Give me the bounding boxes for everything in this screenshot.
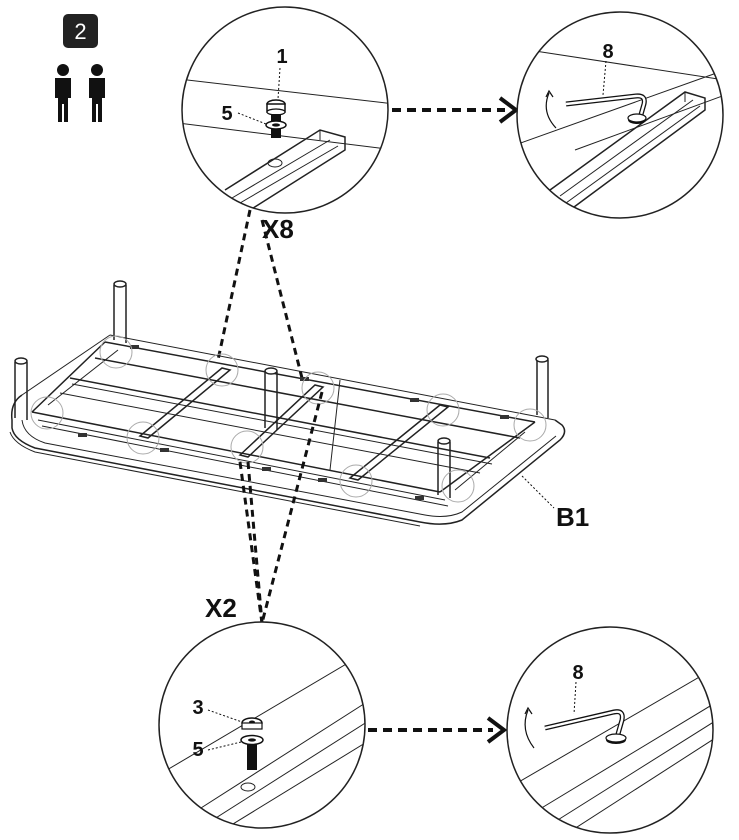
washer-icon [265, 120, 287, 130]
quantity-label-top: X8 [262, 214, 294, 244]
part-label-washer-5: 5 [221, 103, 232, 125]
part-label-bolt-1: 1 [276, 46, 287, 68]
part-label-b1: B1 [556, 502, 589, 532]
tool-label-8-bottom: 8 [572, 662, 583, 684]
step-badge: 2 [63, 14, 98, 48]
table-leg [535, 355, 549, 418]
table-leg [14, 357, 28, 420]
table-leg [437, 437, 451, 498]
rotate-arrow-icon [545, 89, 557, 129]
callout-bottom-right: 8 [506, 626, 714, 834]
table-frame [9, 334, 566, 527]
arrow-right-icon [368, 716, 508, 744]
allen-key-icon [544, 709, 627, 744]
table-leg [264, 367, 278, 430]
washer-icon [240, 734, 264, 746]
callout-bottom-left: 3 5 [158, 621, 366, 829]
allen-key-icon [565, 93, 647, 124]
table-leg [113, 280, 127, 343]
callout-top-left: 1 5 [181, 6, 389, 214]
bolt-icon [241, 717, 263, 770]
rotate-arrow-icon [524, 706, 535, 749]
part-label-washer-5-bottom: 5 [192, 739, 203, 761]
tool-label-8-top: 8 [602, 41, 613, 63]
two-people-icon [55, 64, 105, 122]
step-number: 2 [74, 19, 86, 44]
part-label-bolt-3: 3 [192, 697, 203, 719]
quantity-label-bottom: X2 [205, 593, 237, 623]
callout-top-right: 8 [516, 11, 724, 219]
arrow-right-icon [392, 96, 520, 124]
